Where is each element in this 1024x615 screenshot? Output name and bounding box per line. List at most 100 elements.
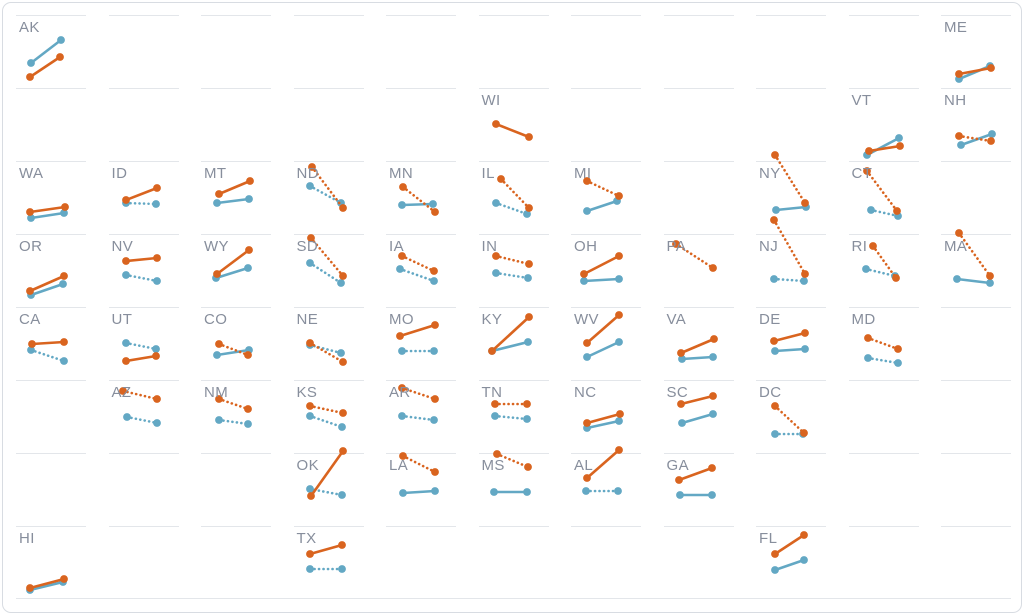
orange-series-endpoint-dot [61,203,69,211]
state-tile-ks: KS [294,380,387,453]
state-label: FL [759,530,778,547]
state-tile-va: VA [664,307,757,380]
blue-series-endpoint-dot [121,339,130,347]
blue-series-endpoint-dot [336,349,345,357]
blue-series-endpoint-dot [615,338,623,346]
orange-series-endpoint-dot [895,142,904,150]
blue-series-endpoint-dot [152,419,161,427]
slope-chart-az [118,387,161,427]
blue-series-endpoint-dot [152,277,161,285]
blue-series-endpoint-dot [491,199,500,207]
orange-series-endpoint-dot [26,287,34,295]
blue-series-line [308,414,343,429]
orange-series-line [866,336,899,351]
orange-series-line [29,274,65,293]
tile-gridline [16,307,86,308]
orange-series-endpoint-dot [431,468,439,476]
orange-series-endpoint-dot [676,400,685,408]
blue-series-endpoint-dot [615,275,623,283]
blue-series-endpoint-dot [431,487,439,495]
orange-series-line [29,55,61,79]
tile-gridline [386,307,456,308]
orange-series-endpoint-dot [492,450,501,458]
orange-series-endpoint-dot [771,550,779,558]
state-label: AK [19,19,40,36]
blue-series-endpoint-dot [582,487,590,495]
tile-gridline [848,380,919,381]
tile-gridline [571,15,641,16]
tile-gridline [201,380,271,381]
orange-series-endpoint-dot [771,151,779,159]
orange-series-line [774,533,805,556]
tile-gridline [941,526,1011,527]
tile-gridline [756,15,826,16]
tile-gridline [478,88,549,89]
blue-series-line [772,277,806,283]
slope-chart-wa [26,203,69,222]
tile-gridline [201,15,271,16]
orange-series-line [773,404,806,435]
state-tile-az: AZ [109,380,202,453]
blue-series-endpoint-dot [27,59,35,67]
state-label: NC [574,384,597,401]
tile-gridline [108,453,179,454]
orange-series-endpoint-dot [399,452,407,460]
orange-series-line [309,236,344,278]
orange-series-line [586,412,621,425]
tile-gridline [663,453,734,454]
orange-series-line [772,218,807,276]
orange-series-endpoint-dot [307,163,316,171]
state-label: CA [19,311,41,328]
slope-chart-fl [771,531,808,574]
tile-gridline [293,161,364,162]
blue-series-endpoint-dot [213,351,221,359]
tile-gridline [108,88,179,89]
tile-gridline [201,88,271,89]
slope-chart-pa [671,240,717,272]
orange-series-endpoint-dot [709,335,718,343]
orange-series-line [494,254,530,266]
orange-series-endpoint-dot [801,270,809,278]
orange-series-line [679,337,715,355]
blue-series-line [586,340,620,359]
blue-series-endpoint-dot [336,279,345,287]
orange-series-endpoint-dot [213,270,221,278]
tile-gridline [293,526,364,527]
blue-series-line [124,341,157,351]
blue-series-line [774,347,806,353]
state-label: NV [111,238,134,255]
state-label: IL [481,165,495,182]
slope-chart-ak [26,36,65,81]
blue-series-line [124,201,157,206]
blue-series-endpoint-dot [772,206,780,214]
state-label: WV [574,311,599,328]
tile-gridline [941,161,1011,162]
blue-series-endpoint-dot [583,207,591,215]
tile-gridline [756,380,826,381]
slope-chart-sd [305,234,347,287]
blue-series-endpoint-dot [151,200,160,208]
orange-series-endpoint-dot [524,204,533,212]
orange-series-endpoint-dot [524,313,533,321]
slope-chart-ar [398,384,439,424]
orange-series-line [309,450,344,497]
orange-series-endpoint-dot [615,311,623,319]
state-tile-mo: MO [386,307,479,380]
blue-series-endpoint-dot [396,265,404,273]
blue-series-endpoint-dot [677,355,686,363]
orange-series-endpoint-dot [987,137,995,145]
state-label: NY [759,165,781,182]
orange-series-endpoint-dot [864,147,873,155]
slope-chart-ia [396,252,438,285]
orange-series-endpoint-dot [580,270,588,278]
tile-gridline [663,15,734,16]
orange-series-endpoint-dot [305,339,314,347]
state-label: SD [296,238,319,255]
orange-series-endpoint-dot [431,208,439,216]
orange-series-endpoint-dot [583,474,591,482]
tile-gridline [756,88,826,89]
state-tile-in: IN [479,234,572,307]
orange-series-endpoint-dot [615,446,623,454]
orange-series-line [309,543,342,556]
